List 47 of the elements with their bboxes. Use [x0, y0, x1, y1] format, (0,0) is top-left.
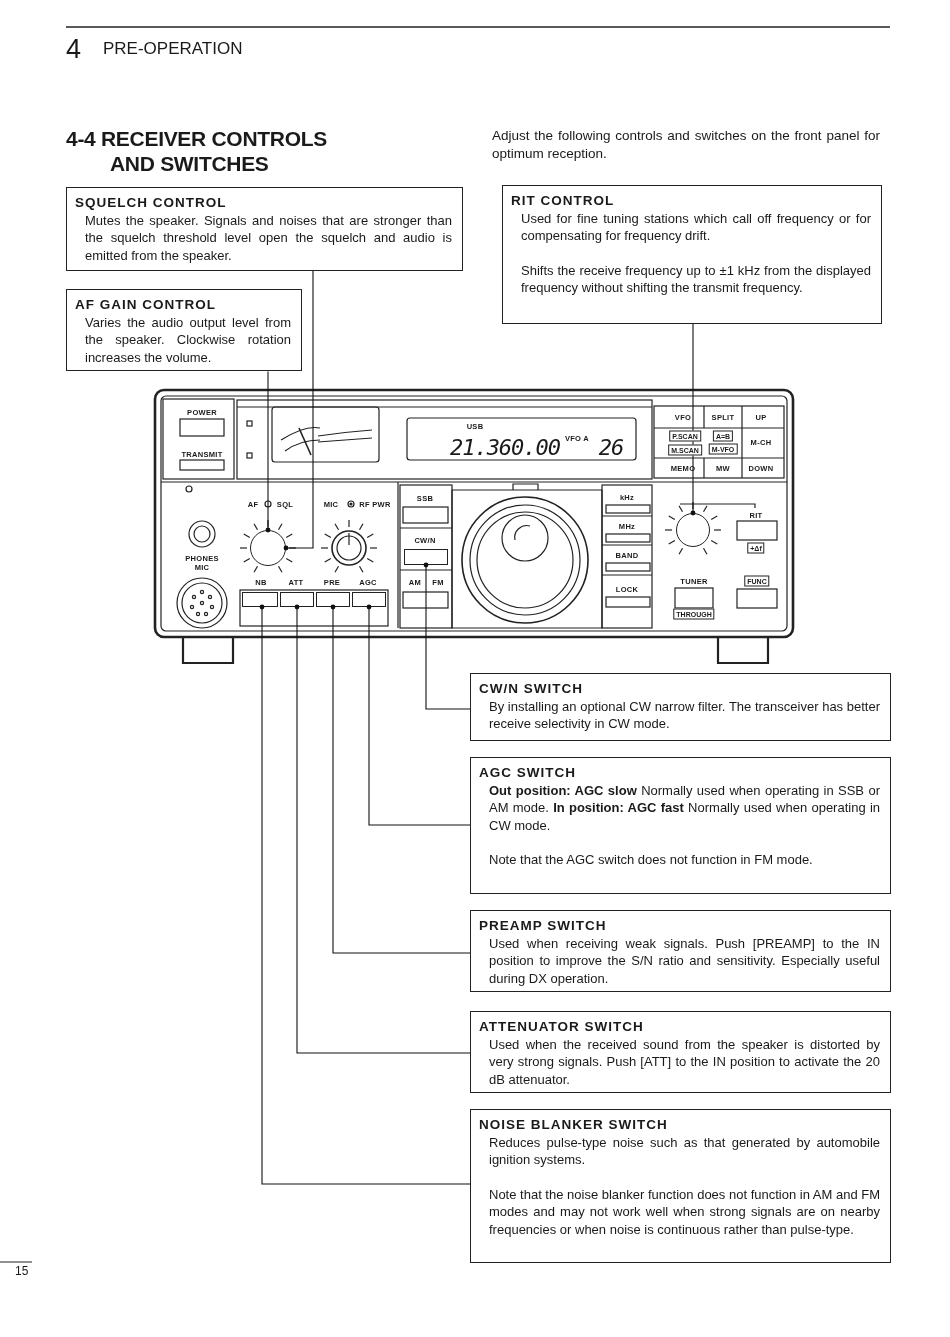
leader-line: [265, 370, 271, 533]
leader-line: [330, 604, 471, 954]
callout-box: [470, 910, 891, 993]
callout-text: Shifts the receive frequency up to ±1 kHz from the displayed frequency without shifting the transmit frequency.: [520, 261, 871, 297]
callout-heading: NOISE BLANKER SWITCH: [479, 1116, 669, 1134]
display-digits: 26: [598, 434, 624, 460]
display-digits: 21.360.00: [449, 434, 561, 460]
page-number: 15: [15, 1264, 29, 1278]
section-heading: 4-4 RECEIVER CONTROLS AND SWITCHES: [66, 126, 328, 176]
callout-text: Varies the audio output level from the speaker. Clockwise rotation increases the volume.: [84, 313, 291, 367]
callout-text: Used when receiving weak signals. Push [PREAMP] to the IN position to improve the S/N ratio and sensitivity. Especially useful during DX operation.: [488, 934, 880, 988]
callout-box: [470, 673, 891, 741]
chapter-number: 4: [66, 34, 82, 65]
callout-text: Note that the AGC switch does not function in FM mode.: [488, 851, 814, 869]
callout-box: [470, 1011, 891, 1094]
push-switch: [404, 549, 448, 565]
callout-heading: ATTENUATOR SWITCH: [479, 1018, 645, 1036]
leader-line: [423, 562, 471, 710]
callout-heading: AF GAIN CONTROL: [75, 296, 217, 314]
callout-text: Reduces pulse-type noise such as that generated by automobile ignition systems.: [488, 1133, 880, 1169]
callout-text: Note that the noise blanker function does not function in AM and FM modes and may not work well when strong signals are on nearby frequencies or when noise is continuous rather than pulse-type.: [488, 1185, 880, 1239]
callout-box: [470, 757, 891, 894]
callout-heading: SQUELCH CONTROL: [75, 194, 228, 212]
callout-text: Used when the received sound from the speaker is distorted by very strong signals. Push [ATT] to the IN position to activate the 20 dB attenuator.: [488, 1035, 880, 1089]
leader-line: [366, 604, 471, 826]
callout-heading: CW/N SWITCH: [479, 680, 584, 698]
callout-text: Out position: AGC slow Normally used when operating in SSB or AM mode. In position: AGC fast Normally used when operating in CW mode.: [488, 781, 880, 835]
callout-heading: AGC SWITCH: [479, 764, 577, 782]
callout-text: Used for fine tuning stations which call off frequency or for compensating for frequency drift.: [520, 209, 871, 245]
callout-box: [470, 1109, 891, 1263]
leader-line: [259, 604, 471, 1185]
intro-paragraph: Adjust the following controls and switches on the front panel for optimum reception.: [492, 127, 880, 163]
callout-box: [502, 185, 882, 324]
push-switch: [352, 592, 386, 607]
leader-line: [283, 270, 314, 551]
push-switch: [316, 592, 350, 607]
chapter-title: PRE-OPERATION: [103, 39, 243, 59]
leader-line: [294, 604, 471, 1054]
callout-heading: PREAMP SWITCH: [479, 917, 608, 935]
push-switch: [242, 592, 278, 607]
callout-text: By installing an optional CW narrow filter. The transceiver has better receive selectivity in CW mode.: [488, 697, 880, 733]
callout-text: Mutes the speaker. Signals and noises that are stronger than the squelch threshold level open the squelch and audio is emitted from the speaker.: [84, 211, 452, 265]
callout-box: [66, 289, 302, 372]
callout-box: [66, 187, 463, 271]
leader-line: [690, 323, 696, 516]
callout-heading: RIT CONTROL: [511, 192, 616, 210]
push-switch: [280, 592, 314, 607]
